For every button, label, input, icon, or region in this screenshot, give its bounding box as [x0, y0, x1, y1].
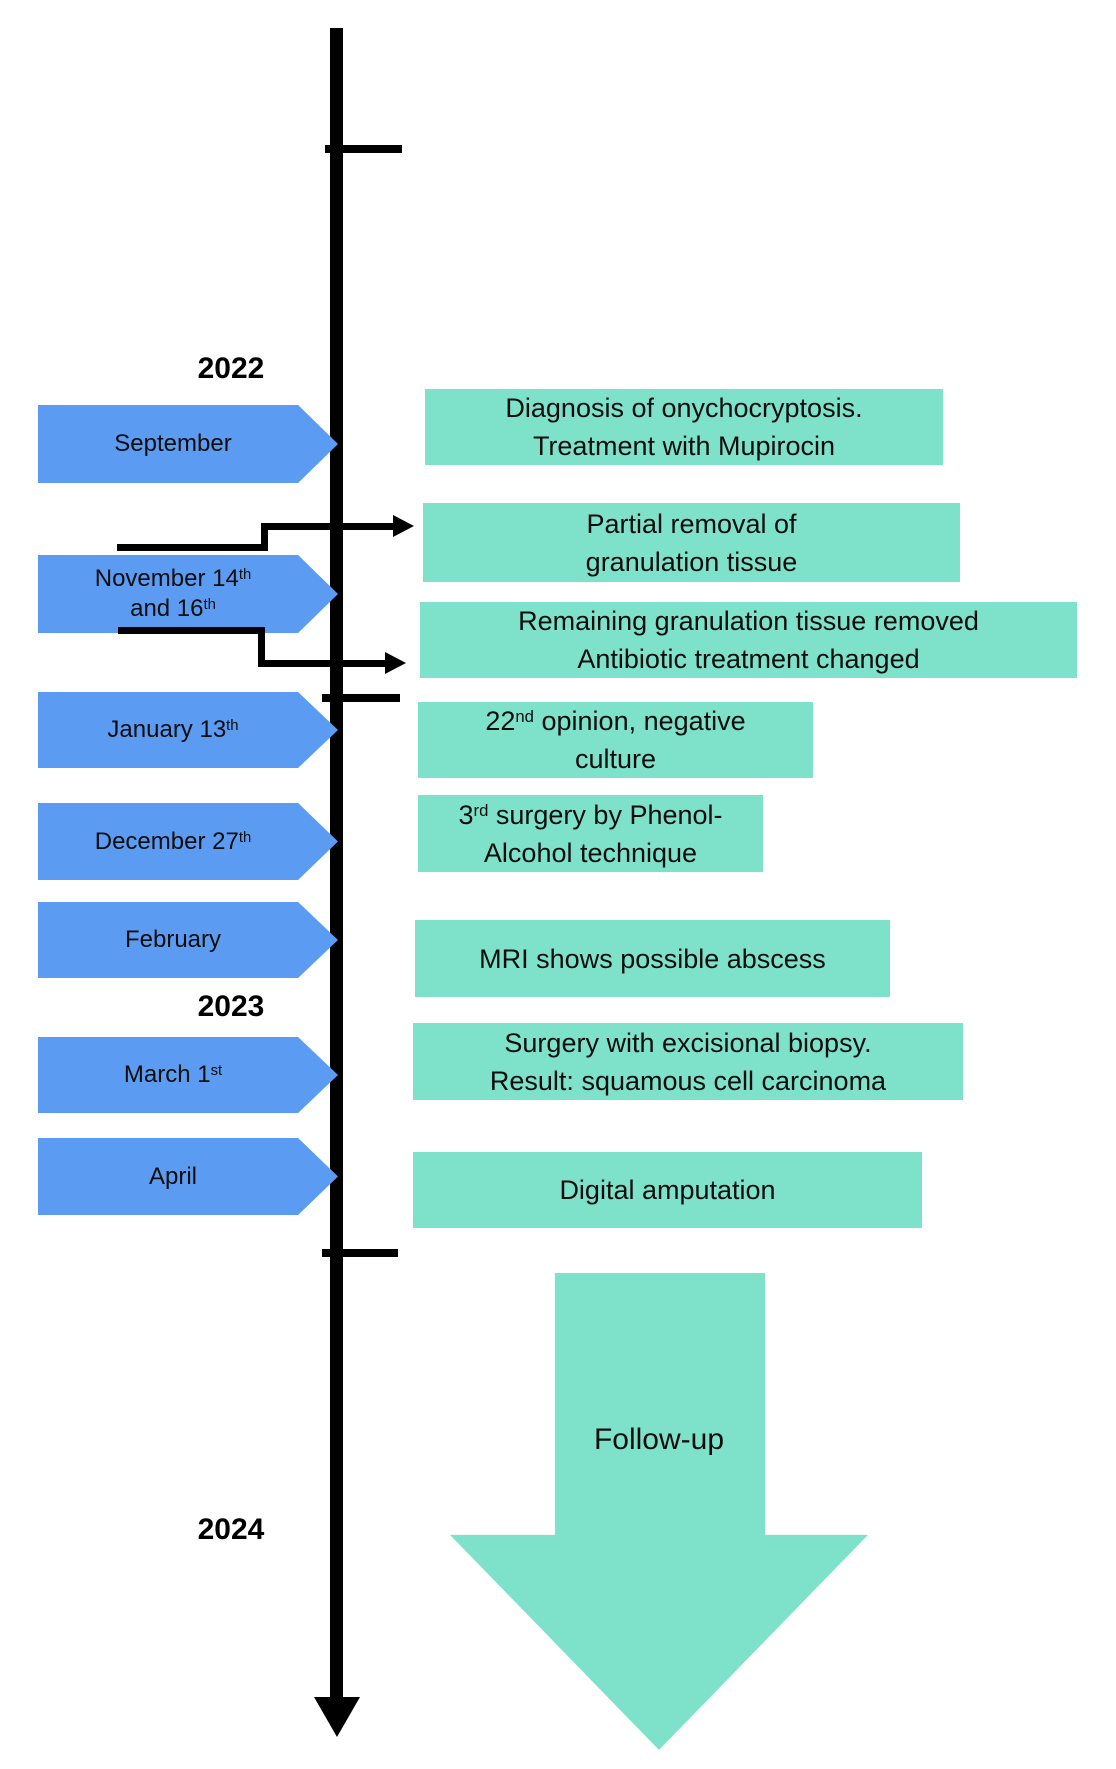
- connector-arrowhead-icon: [385, 652, 406, 674]
- event-box-partial-removal: Partial removal of granulation tissue: [423, 503, 960, 582]
- timeline-tick-2022: [325, 145, 402, 153]
- date-arrow-march-1: March 1st: [38, 1037, 338, 1113]
- timeline-axis-line: [330, 28, 343, 1699]
- event-text: Treatment with Mupirocin: [532, 431, 836, 461]
- event-text: 3rd surgery by Phenol-: [458, 799, 723, 830]
- date-arrow-january-13: January 13th: [38, 692, 338, 768]
- date-label: September: [114, 430, 232, 457]
- event-box-second-opinion-culture: 22nd opinion, negative culture: [418, 702, 813, 778]
- connector-to-remaining-granulation-segment: [118, 627, 265, 634]
- event-text: Surgery with excisional biopsy.: [504, 1027, 872, 1058]
- date-arrow-september: September: [38, 405, 338, 483]
- event-box-digital-amputation: Digital amputation: [413, 1152, 922, 1228]
- event-text: granulation tissue: [585, 546, 798, 577]
- date-label: April: [148, 1162, 197, 1190]
- date-arrow-november-14-16: November 14th and 16th: [38, 555, 338, 633]
- date-arrow-april: April: [38, 1138, 338, 1215]
- year-label-2022: 2022: [197, 352, 265, 385]
- event-text: culture: [574, 744, 657, 774]
- timeline-tick-2024: [322, 1249, 398, 1257]
- event-box-excisional-biopsy: Surgery with excisional biopsy. Result: …: [413, 1023, 963, 1100]
- date-arrow-february: February: [38, 902, 338, 978]
- date-label: January 13th: [107, 716, 239, 743]
- connector-to-remaining-granulation-segment: [258, 627, 265, 667]
- event-box-third-surgery-phenol: 3rd surgery by Phenol- Alcohol technique: [418, 795, 763, 872]
- event-box-diagnosis-mupirocin: Diagnosis of onychocryptosis. Treatment …: [425, 389, 943, 465]
- event-text: Remaining granulation tissue removed: [518, 606, 979, 636]
- year-label-2023: 2023: [197, 990, 265, 1023]
- date-label: February: [124, 926, 222, 953]
- connector-to-partial-removal-segment: [117, 544, 268, 551]
- connector-arrowhead-icon: [393, 515, 414, 537]
- timeline-tick-2023: [322, 694, 400, 702]
- connector-to-partial-removal-segment: [261, 523, 268, 551]
- event-box-remaining-granulation: Remaining granulation tissue removed Ant…: [420, 602, 1077, 678]
- date-label: March 1st: [123, 1061, 223, 1088]
- event-text: Alcohol technique: [483, 837, 698, 868]
- follow-up-label: Follow-up: [593, 1423, 725, 1456]
- date-label: November 14th: [94, 565, 252, 592]
- date-arrow-december-27: December 27th: [38, 803, 338, 880]
- date-label: and 16th: [130, 595, 216, 622]
- connector-to-remaining-granulation-segment: [258, 660, 385, 667]
- event-text: Antibiotic treatment changed: [577, 644, 920, 674]
- event-text: Partial removal of: [586, 508, 797, 539]
- timeline-down-arrowhead-icon: [314, 1697, 360, 1737]
- event-text: 22nd opinion, negative: [485, 706, 746, 736]
- event-text: Digital amputation: [559, 1175, 776, 1205]
- event-text: MRI shows possible abscess: [479, 943, 826, 974]
- year-label-2024: 2024: [197, 1513, 265, 1546]
- event-box-mri-abscess: MRI shows possible abscess: [415, 920, 890, 997]
- event-text: Diagnosis of onychocryptosis.: [505, 393, 863, 423]
- connector-to-partial-removal-segment: [261, 523, 393, 530]
- date-label: December 27th: [94, 827, 252, 855]
- event-text: Result: squamous cell carcinoma: [489, 1065, 887, 1096]
- follow-up-arrow: Follow-up: [450, 1273, 868, 1750]
